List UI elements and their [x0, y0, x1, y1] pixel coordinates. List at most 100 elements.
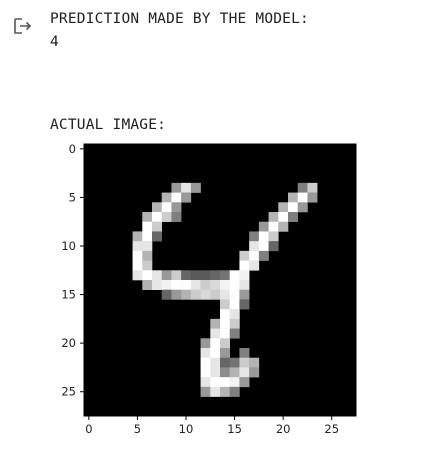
pixel-cell	[288, 192, 299, 203]
pixel-cell	[210, 367, 221, 378]
pixel-cell	[268, 221, 279, 232]
pixel-cell	[181, 280, 192, 291]
pixel-cell	[239, 250, 250, 261]
pixel-cell	[210, 289, 221, 300]
pixel-cell	[181, 270, 192, 281]
pixel-cell	[229, 289, 240, 300]
pixel-cell	[220, 377, 231, 388]
pixel-cell	[288, 212, 299, 223]
x-tick-label: 0	[85, 422, 92, 436]
pixel-cell	[258, 250, 269, 261]
pixel-cell	[249, 367, 260, 378]
pixel-cell	[229, 309, 240, 320]
pixel-cell	[229, 328, 240, 339]
pixel-cell	[297, 192, 308, 203]
pixel-cell	[229, 280, 240, 291]
y-tick-label: 10	[61, 239, 76, 253]
pixel-cell	[152, 202, 163, 213]
pixel-cell	[220, 299, 231, 310]
pixel-cell	[152, 270, 163, 281]
x-tick-label: 20	[276, 422, 291, 436]
pixel-cell	[220, 386, 231, 397]
pixel-cell	[229, 299, 240, 310]
pixel-cell	[132, 231, 143, 242]
pixel-cell	[229, 377, 240, 388]
pixel-cell	[278, 221, 289, 232]
pixel-cell	[249, 250, 260, 261]
pixel-cell	[161, 192, 172, 203]
pixel-cell	[278, 202, 289, 213]
pixel-cell	[142, 231, 153, 242]
pixel-cell	[229, 270, 240, 281]
pixel-cell	[239, 270, 250, 281]
pixel-cell	[200, 289, 211, 300]
pixel-cell	[307, 182, 318, 193]
pixel-cell	[220, 348, 231, 359]
pixel-cell	[200, 338, 211, 349]
pixel-cell	[171, 192, 182, 203]
pixel-cell	[200, 377, 211, 388]
pixel-cell	[220, 357, 231, 368]
pixel-cell	[239, 357, 250, 368]
pixel-cell	[171, 202, 182, 213]
pixel-cell	[161, 212, 172, 223]
pixel-cell	[200, 367, 211, 378]
x-tick-label: 15	[227, 422, 242, 436]
pixel-cell	[220, 367, 231, 378]
pixel-cell	[220, 270, 231, 281]
pixel-cell	[181, 182, 192, 193]
pixel-cell	[190, 280, 201, 291]
pixel-cell	[190, 182, 201, 193]
pixel-cell	[239, 289, 250, 300]
pixel-cell	[278, 212, 289, 223]
pixel-cell	[161, 280, 172, 291]
x-tick-label: 10	[179, 422, 194, 436]
pixel-cell	[229, 318, 240, 329]
pixel-cell	[297, 202, 308, 213]
pixel-cell	[239, 367, 250, 378]
pixel-cell	[132, 260, 143, 271]
pixel-cell	[132, 270, 143, 281]
pixel-cell	[210, 348, 221, 359]
pixel-cell	[142, 212, 153, 223]
pixel-cell	[190, 289, 201, 300]
y-tick-label: 0	[69, 142, 76, 156]
pixel-cell	[239, 280, 250, 291]
pixel-cell	[152, 280, 163, 291]
pixel-cell	[239, 299, 250, 310]
pixel-cell	[171, 182, 182, 193]
pixel-cell	[152, 221, 163, 232]
pixel-cell	[181, 192, 192, 203]
pixel-cell	[258, 241, 269, 252]
pixel-cell	[249, 357, 260, 368]
pixel-cell	[142, 260, 153, 271]
pixel-cell	[200, 280, 211, 291]
pixel-cell	[220, 318, 231, 329]
pixel-cell	[288, 202, 299, 213]
pixel-cell	[210, 270, 221, 281]
output-arrow-icon	[14, 18, 32, 34]
pixel-cell	[161, 202, 172, 213]
pixel-cell	[200, 270, 211, 281]
pixel-cell	[239, 260, 250, 271]
pixel-cell	[190, 270, 201, 281]
pixel-cell	[181, 289, 192, 300]
pixel-cell	[229, 367, 240, 378]
pixel-cell	[142, 221, 153, 232]
pixel-cell	[171, 270, 182, 281]
y-tick-label: 20	[61, 336, 76, 350]
pixel-cell	[297, 182, 308, 193]
pixel-cell	[210, 318, 221, 329]
pixel-cell	[210, 280, 221, 291]
pixel-cell	[249, 260, 260, 271]
pixel-cell	[142, 270, 153, 281]
image-frame	[83, 143, 357, 417]
pixel-cell	[210, 386, 221, 397]
pixel-cell	[200, 357, 211, 368]
y-tick-label: 5	[69, 190, 76, 204]
pixel-cell	[152, 212, 163, 223]
pixel-cell	[171, 212, 182, 223]
prediction-value: 4	[50, 34, 59, 50]
pixel-cell	[220, 309, 231, 320]
